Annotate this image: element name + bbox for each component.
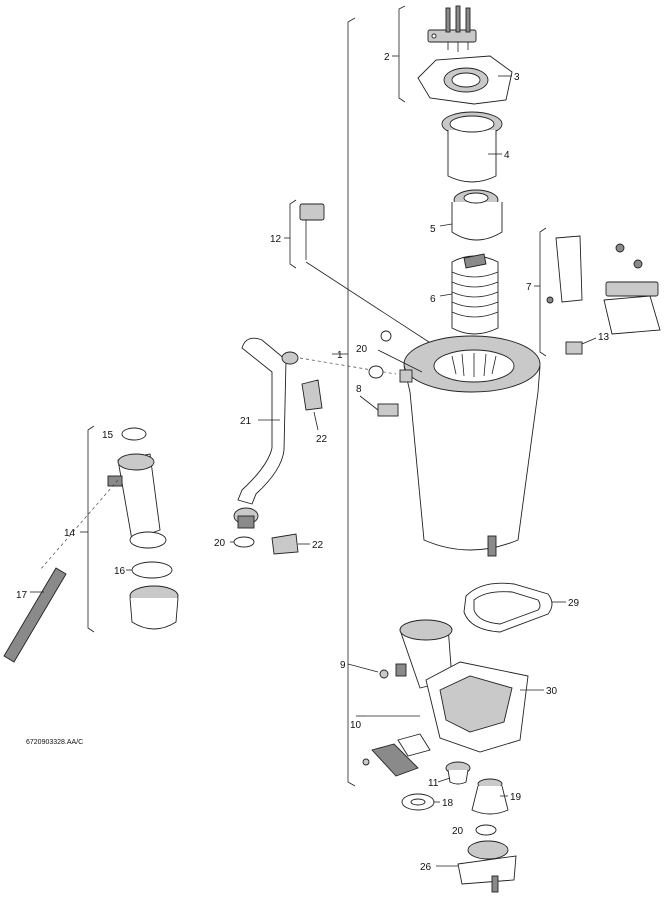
callout-21: 21 [240,416,252,427]
part-20-seal-left [230,536,255,548]
part-siphon-cup [129,585,179,630]
part-19-funnel [471,778,509,815]
callout-30: 30 [546,686,558,697]
callout-6: 6 [430,294,436,305]
part-15-seal-ring [121,427,147,441]
part-7-mounting-kit [534,227,661,357]
callout-16: 16 [114,566,126,577]
callout-19: 19 [510,792,522,803]
part-18-washer [401,793,440,811]
part-2-electrode-assembly [392,5,477,103]
callout-22-lower: 22 [312,540,324,551]
callout-14: 14 [64,528,76,539]
part-6-flame-tube [439,253,499,335]
callout-12: 12 [270,234,282,245]
callout-13: 13 [598,332,610,343]
part-12-temperature-sensor [284,199,433,345]
part-13-spacer [565,337,597,355]
callout-26: 26 [420,862,432,873]
drawing-code: 6720903328.AA/C [26,739,83,746]
callout-8: 8 [356,384,362,395]
callout-10: 10 [350,720,362,731]
heat-exchanger-vessel [380,330,541,557]
callout-17: 17 [16,590,28,601]
group-bracket-1 [332,17,356,787]
callout-29: 29 [568,598,580,609]
callout-22-upper: 22 [316,434,328,445]
callout-20-bottom: 20 [452,826,464,837]
part-22-clip-lower [271,533,310,555]
part-21-water-pipe [233,337,397,529]
callout-15: 15 [102,430,114,441]
part-17-drain-hose [3,567,67,663]
callout-7: 7 [526,282,532,293]
part-20-seal-bottom [475,824,497,836]
callout-20-top: 20 [356,344,368,355]
callout-labels: 1 2 3 4 5 6 7 8 9 10 11 12 13 14 15 16 1… [16,52,610,873]
part-8-sensor [359,395,399,417]
callout-5: 5 [430,224,436,235]
part-14-siphon [39,425,167,633]
part-20-seal-top [368,349,423,379]
callout-20-left: 20 [214,538,226,549]
callout-9: 9 [340,660,346,671]
part-9-plug [347,663,407,679]
part-16-o-ring [126,561,173,579]
callout-4: 4 [504,150,510,161]
part-3-burner-flange [417,55,513,105]
part-26-outlet-fitting [436,840,517,893]
part-22-clip-upper [301,379,323,431]
callout-2: 2 [384,52,390,63]
part-29-gasket [463,582,566,633]
callout-3: 3 [514,72,520,83]
callout-18: 18 [442,798,454,809]
part-4-burner-tube [441,111,503,183]
part-30-condensate-tray [399,619,544,753]
callout-11: 11 [428,778,439,789]
callout-1: 1 [337,350,343,361]
part-5-sleeve [439,189,503,241]
part-10-filter [356,715,431,777]
part-11-cap [437,761,471,785]
